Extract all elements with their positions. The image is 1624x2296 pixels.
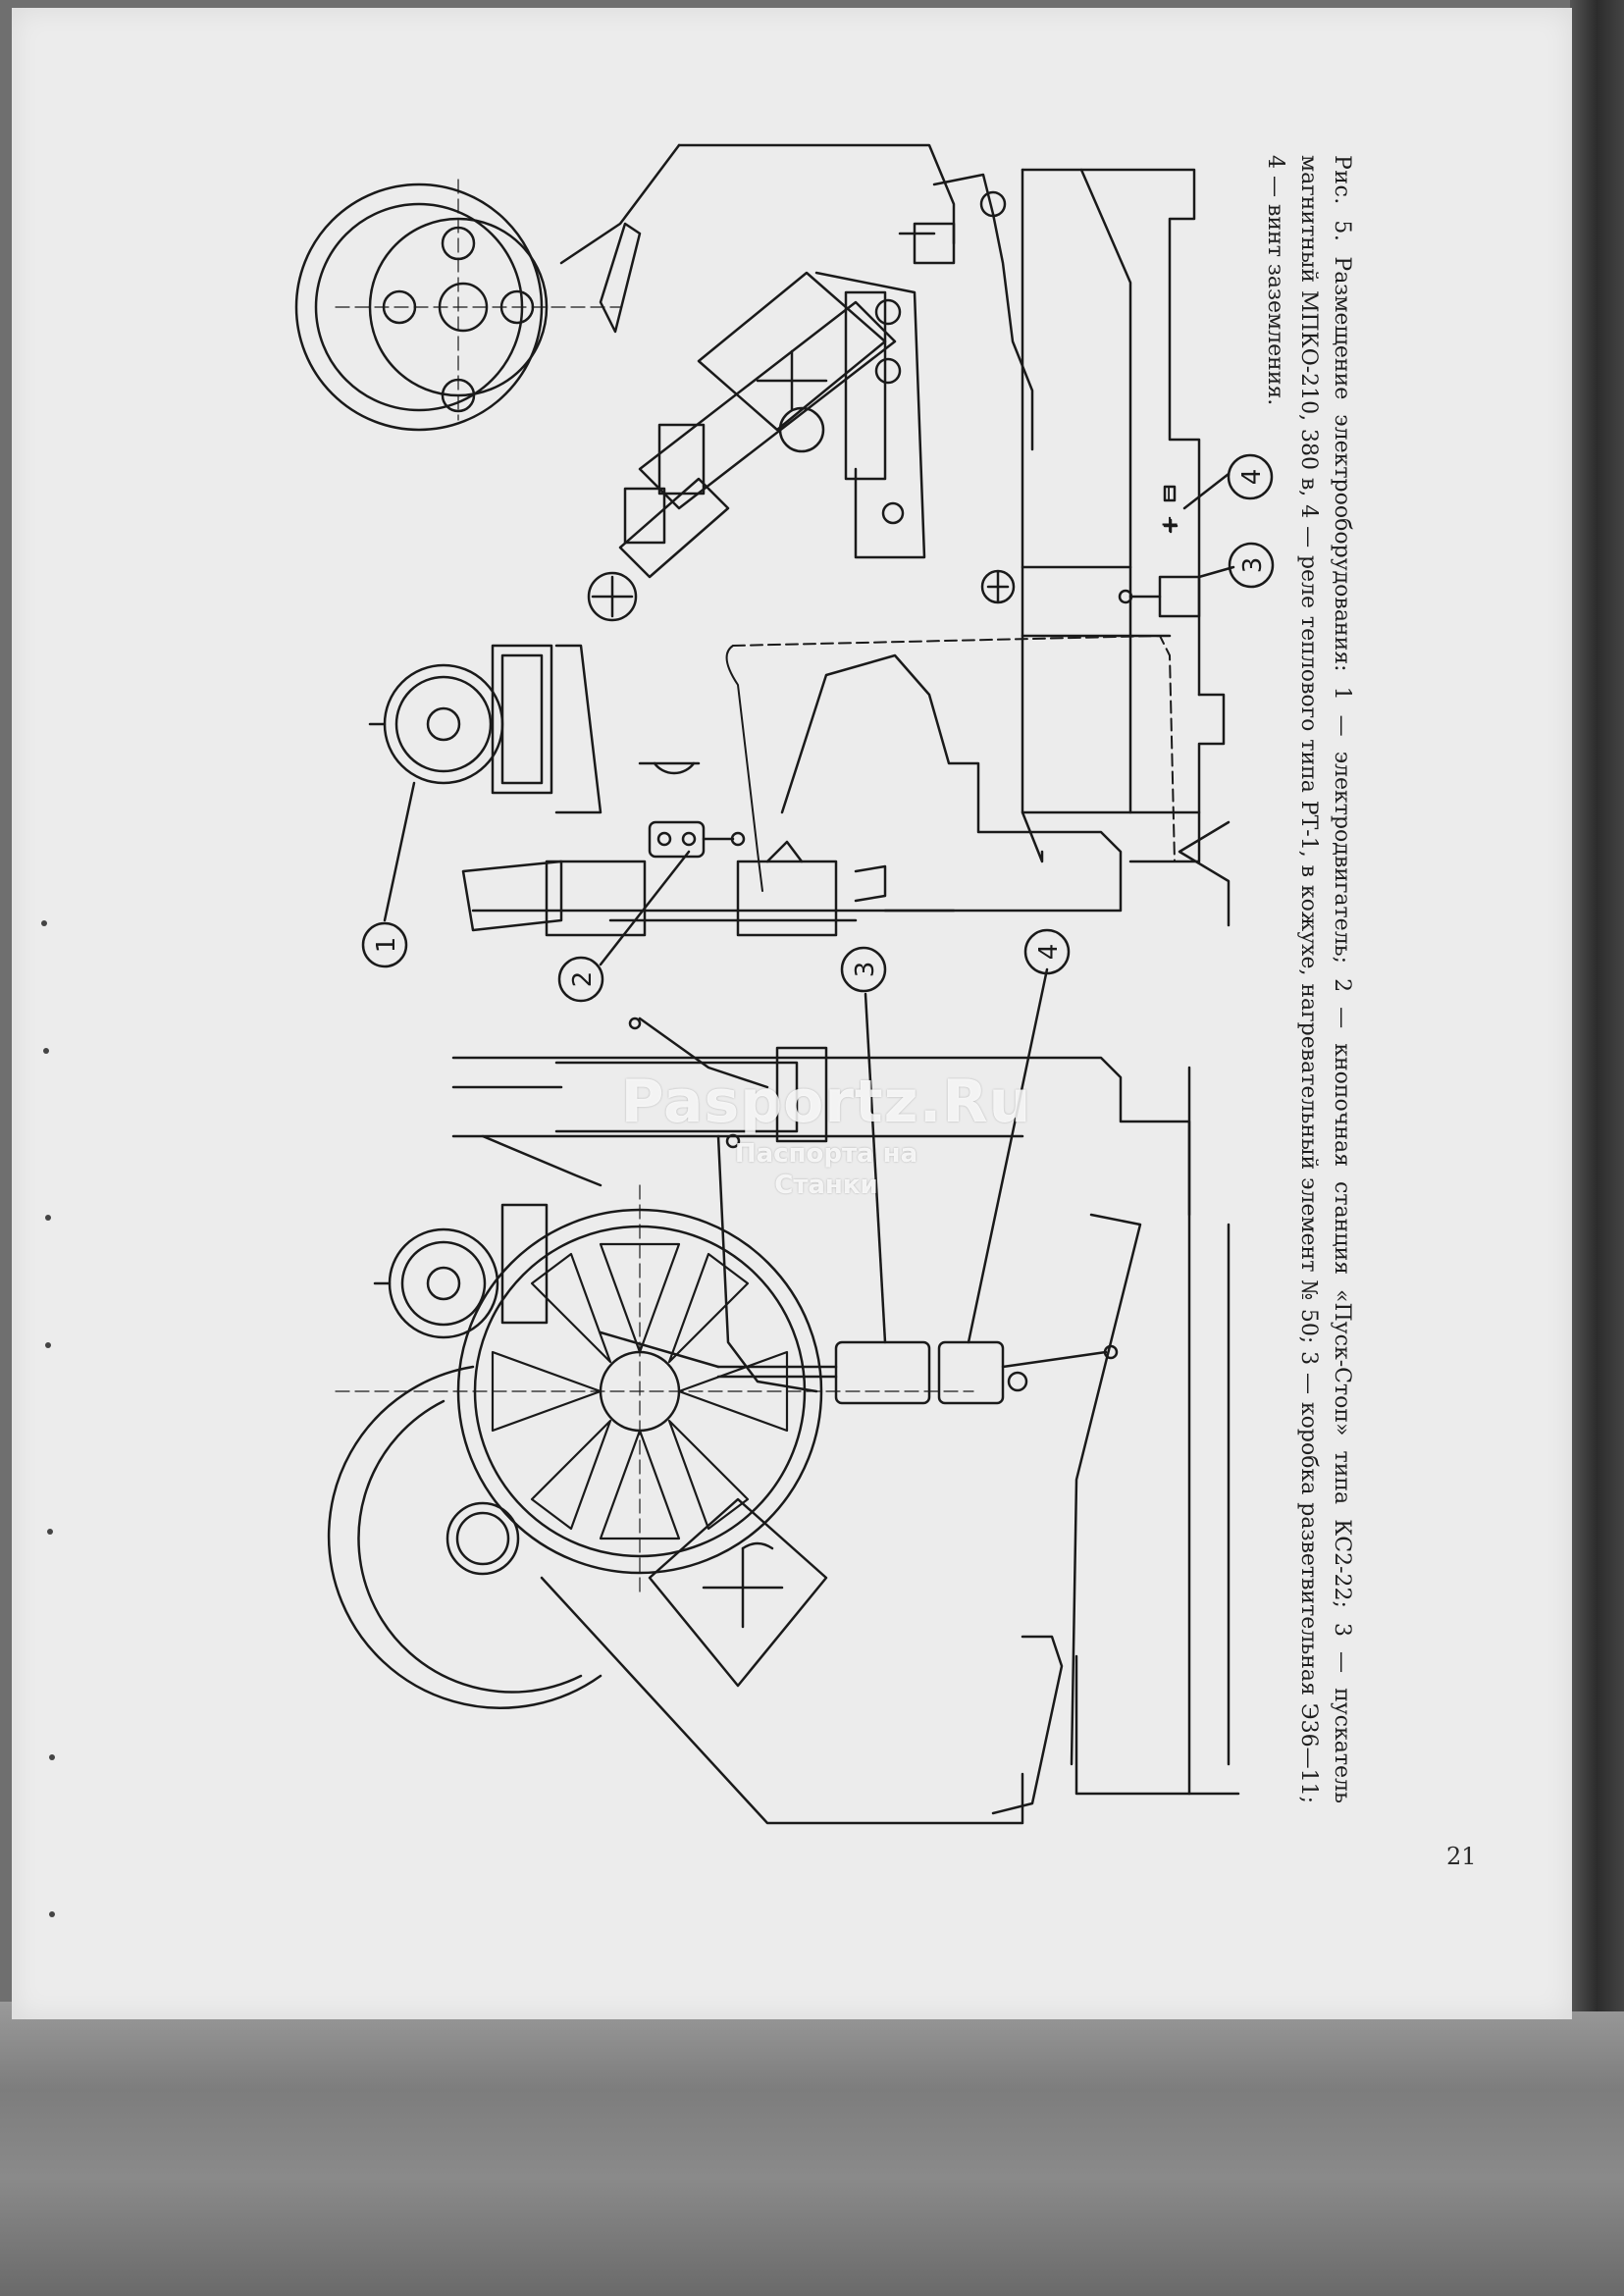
callout-4-top: 4	[1227, 453, 1274, 500]
watermark-site: Pasportz.Ru	[620, 1068, 1032, 1136]
figure-caption: Рис. 5. Размещение электрооборудования: …	[1258, 155, 1358, 1803]
scanner-edge-right	[1570, 0, 1624, 2011]
page-number: 21	[1446, 1843, 1477, 1870]
callout-2-label: 2	[568, 971, 598, 988]
caption-label: Рис. 5.	[1330, 155, 1354, 242]
electrical-layout-drawing: 1 2 3 3 4 4 + −	[294, 143, 1275, 1825]
machine-view-bottom	[327, 967, 1240, 1825]
callout-4-top-label: 4	[1237, 469, 1267, 486]
plus-sign: +	[1160, 510, 1179, 538]
callout-3-bottom: 3	[840, 946, 887, 993]
watermark: Pasportz.Ru Паспорта на Станки	[620, 1068, 1032, 1199]
machine-view-top	[294, 143, 1235, 966]
callout-4-bottom: 4	[1023, 928, 1071, 975]
callout-3-top: 3	[1228, 542, 1275, 589]
figure-caption-container: Рис. 5. Размещение электрооборудования: …	[1263, 155, 1358, 1803]
scanner-bed-bottom	[0, 2002, 1624, 2296]
watermark-tagline-2: Станки	[774, 1171, 878, 1200]
document-page: 1 2 3 3 4 4 + −	[12, 8, 1572, 2019]
callout-4-bottom-label: 4	[1034, 944, 1064, 961]
callout-2-top: 2	[557, 956, 604, 1003]
callout-1-label: 1	[372, 937, 401, 954]
watermark-tagline-1: Паспорта на	[734, 1139, 918, 1169]
minus-sign: −	[1157, 485, 1181, 502]
callout-markers: 1 2 3 3 4 4 + −	[361, 453, 1275, 1003]
callout-1-top: 1	[361, 921, 408, 968]
caption-title: Размещение электрооборудования:	[1330, 256, 1354, 672]
callout-3-bottom-label: 3	[851, 962, 880, 978]
callout-3-top-label: 3	[1238, 557, 1268, 574]
